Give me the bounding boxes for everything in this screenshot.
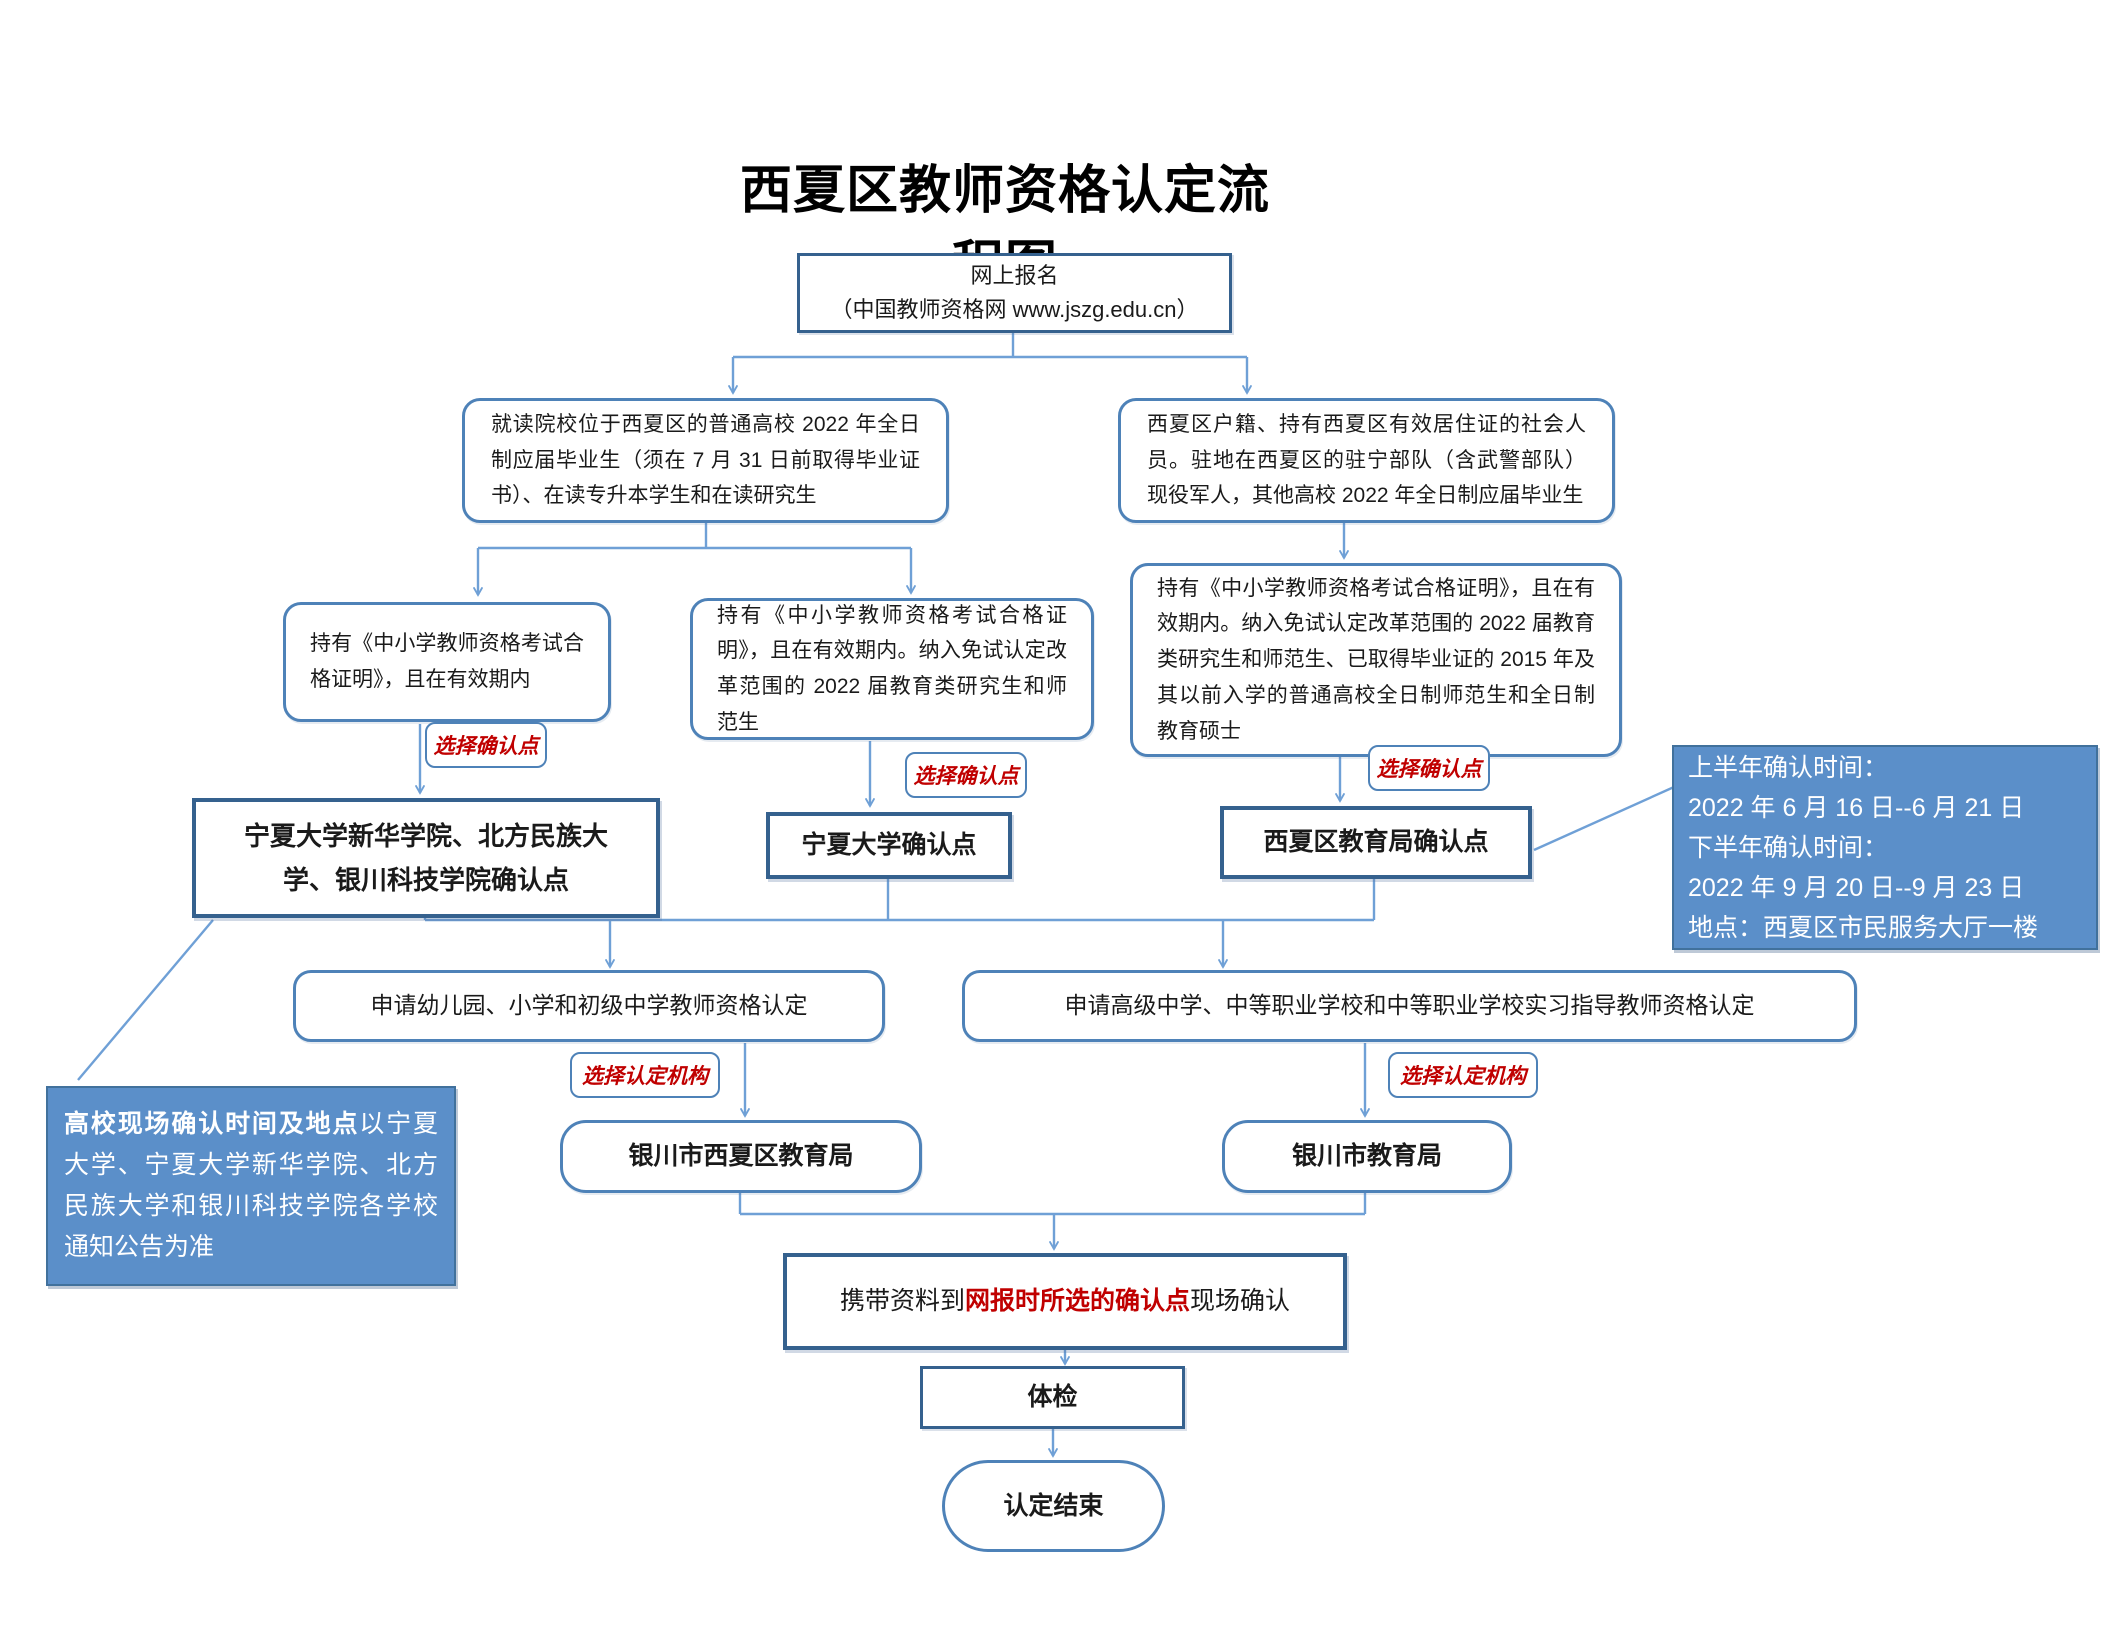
node-bureau-xixia: 银川市西夏区教育局	[560, 1120, 922, 1193]
note-bureau-times-line4: 2022 年 9 月 20 日--9 月 23 日	[1688, 873, 2025, 902]
node-confirm-universities: 宁夏大学新华学院、北方民族大学、银川科技学院确认点	[192, 798, 660, 918]
node-group-local-students: 就读院校位于西夏区的普通高校 2022 年全日制应届毕业生（须在 7 月 31 …	[462, 398, 949, 523]
node-confirm-edu-bureau: 西夏区教育局确认点	[1220, 806, 1532, 879]
note-bureau-times-line5: 地点：西夏区市民服务大厅一楼	[1688, 913, 2039, 942]
node-confirm-nxu: 宁夏大学确认点	[766, 812, 1012, 879]
label-choose-confirm-point-1: 选择确认点	[425, 722, 547, 768]
note-bureau-times-line3: 下半年确认时间：	[1688, 833, 1889, 862]
node-cert-valid: 持有《中小学教师资格考试合格证明》，且在有效期内	[283, 602, 611, 722]
onsite-confirm-suffix: 现场确认	[1190, 1287, 1291, 1316]
note-bureau-times-line2: 2022 年 6 月 16 日--6 月 21 日	[1688, 793, 2025, 822]
callout-line-bureau-times	[1533, 785, 1675, 852]
node-physical-exam: 体检	[920, 1366, 1185, 1429]
node-apply-primary: 申请幼儿园、小学和初级中学教师资格认定	[293, 970, 885, 1042]
onsite-confirm-prefix: 携带资料到	[839, 1287, 965, 1316]
online-signup-line2: （中国教师资格网 www.jszg.edu.cn）	[830, 297, 1199, 322]
node-cert-exempt: 持有《中小学教师资格考试合格证明》，且在有效期内。纳入免试认定改革范围的 202…	[690, 598, 1094, 740]
label-choose-confirm-point-2: 选择确认点	[905, 752, 1027, 798]
label-choose-authority-1: 选择认定机构	[570, 1052, 720, 1098]
node-apply-secondary: 申请高级中学、中等职业学校和中等职业学校实习指导教师资格认定	[962, 970, 1857, 1042]
note-university-lead: 高校现场确认时间及地点	[64, 1109, 360, 1138]
node-online-signup: 网上报名 （中国教师资格网 www.jszg.edu.cn）	[797, 253, 1232, 333]
callout-line-university-note	[77, 919, 214, 1081]
onsite-confirm-highlight: 网报时所选的确认点	[964, 1287, 1190, 1316]
node-group-social: 西夏区户籍、持有西夏区有效居住证的社会人员。驻地在西夏区的驻宁部队（含武警部队）…	[1118, 398, 1615, 523]
online-signup-line1: 网上报名	[970, 262, 1059, 288]
label-choose-confirm-point-3: 选择确认点	[1368, 745, 1490, 791]
node-onsite-confirm: 携带资料到网报时所选的确认点现场确认	[783, 1253, 1347, 1350]
node-bureau-yinchuan: 银川市教育局	[1222, 1120, 1512, 1193]
label-choose-authority-2: 选择认定机构	[1388, 1052, 1538, 1098]
note-university-onsite: 高校现场确认时间及地点以宁夏大学、宁夏大学新华学院、北方民族大学和银川科技学院各…	[46, 1086, 456, 1286]
note-bureau-times: 上半年确认时间： 2022 年 6 月 16 日--6 月 21 日 下半年确认…	[1672, 745, 2098, 950]
note-bureau-times-line1: 上半年确认时间：	[1688, 753, 1889, 782]
node-end: 认定结束	[942, 1460, 1165, 1552]
note-university-rest: 以宁夏大学、宁夏大学新华学院、北方民族大学和银川科技学院各学校通知公告为准	[64, 1109, 438, 1262]
node-cert-exempt-full: 持有《中小学教师资格考试合格证明》，且在有效期内。纳入免试认定改革范围的 202…	[1130, 563, 1622, 757]
